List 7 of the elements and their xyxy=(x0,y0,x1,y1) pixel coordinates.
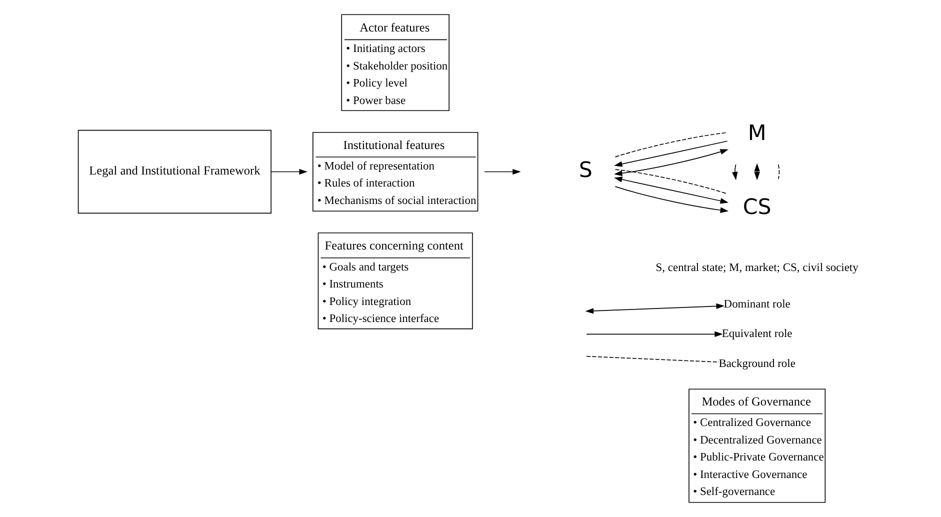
node-text: M xyxy=(747,121,766,146)
legend-label: Background role xyxy=(718,358,795,370)
legend-label: Dominant role xyxy=(723,298,790,311)
label: S, central state; M, market; CS, civil society xyxy=(655,262,858,274)
legend-label: Equivalent role xyxy=(721,328,792,340)
node-text: CS xyxy=(742,194,771,220)
node-text: S xyxy=(578,158,592,183)
